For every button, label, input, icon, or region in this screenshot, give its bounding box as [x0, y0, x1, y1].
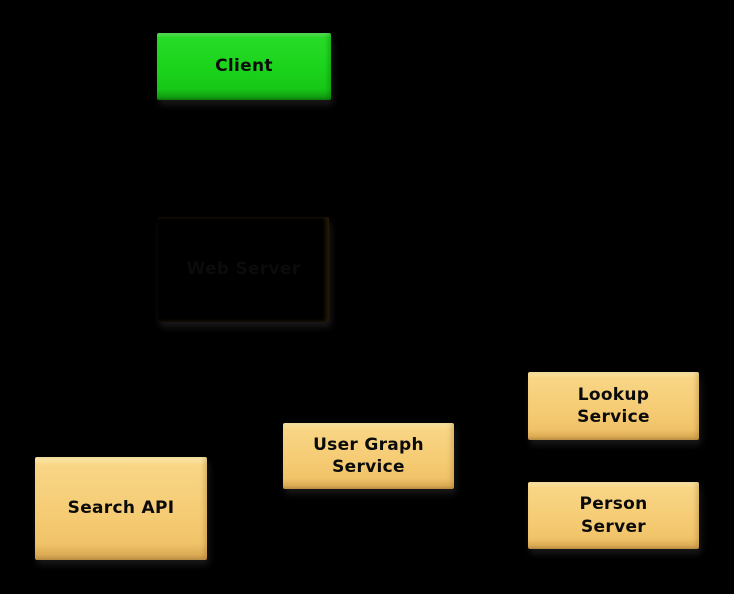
node-client-label: Client — [215, 56, 273, 77]
node-user-graph-service-label: User Graph Service — [313, 434, 424, 477]
node-web-server[interactable]: Web Server — [158, 217, 329, 322]
node-lookup-service[interactable]: Lookup Service — [528, 372, 699, 440]
node-user-graph-service[interactable]: User Graph Service — [283, 423, 454, 489]
node-person-server[interactable]: Person Server — [528, 482, 699, 549]
node-web-server-label: Web Server — [186, 259, 301, 280]
node-person-server-label: Person Server — [579, 494, 648, 537]
node-search-api[interactable]: Search API — [35, 457, 207, 560]
node-client[interactable]: Client — [157, 33, 331, 100]
node-search-api-label: Search API — [67, 498, 175, 519]
node-lookup-service-label: Lookup Service — [577, 384, 650, 427]
